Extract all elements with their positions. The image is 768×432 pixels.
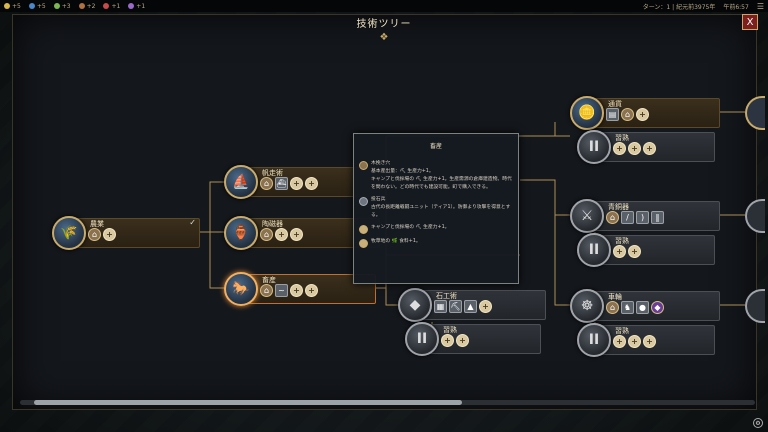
stat-food: +3 [53, 3, 71, 10]
tech-tooltip: 畜産 木挽き穴 基本産出量：⛏ 生産力+1。 キャンプと伐採場の ⛏ 生産力+1… [353, 133, 519, 284]
plus-icon: + [456, 334, 469, 347]
settings-icon[interactable]: ⚙ [753, 418, 763, 428]
stat-production: +2 [78, 3, 95, 10]
top-status-bar: +5 +5 +3 +2 +1 +1 ターン：1 | 紀元前3975年 午前6:5… [0, 0, 768, 12]
wheat-icon: 🌾 [52, 216, 86, 250]
coin-icon: 🪙 [570, 96, 604, 130]
clock-label: 午前6:57 [723, 3, 749, 11]
mine-icon: ⛏ [449, 300, 462, 313]
plus-icon: + [479, 300, 492, 313]
plus-icon: + [290, 284, 303, 297]
plus-icon: + [643, 335, 656, 348]
tech-node-bronze-working[interactable]: ⚔ 青銅器 ⌂/)‖ [570, 199, 722, 237]
horse-icon: 🐎 [224, 272, 258, 306]
wall-icon: ▦ [434, 300, 447, 313]
roman-two-icon: II [577, 323, 611, 357]
plus-icon: + [628, 245, 641, 258]
fence-icon: ‖ [651, 211, 664, 224]
cart-icon: ● [636, 301, 649, 314]
bronze-icon: ⚔ [570, 199, 604, 233]
tech-node-currency-mastery[interactable]: II 習熟 +++ [577, 130, 717, 168]
house-icon: ⌂ [606, 301, 619, 314]
house-icon: ⌂ [621, 108, 634, 121]
plus-icon: + [305, 177, 318, 190]
house-icon: ⌂ [260, 177, 273, 190]
plus-icon: + [290, 177, 303, 190]
pyramid-icon: ▲ [464, 300, 477, 313]
stat-science: +5 [28, 3, 46, 10]
tech-node-currency[interactable]: 🪙 通貨 ▤⌂+ [570, 96, 722, 134]
tooltip-row-unit: 投石兵 古代の長距離戦闘ユニット（ティア1）。防御より攻撃を得意とする。 [359, 196, 513, 220]
plus-icon [359, 239, 368, 248]
roman-two-icon: II [577, 130, 611, 164]
house-icon [359, 161, 368, 170]
plus-icon [359, 225, 368, 234]
plus-icon: + [441, 334, 454, 347]
plus-icon: + [275, 228, 288, 241]
stone-icon: ◆ [398, 288, 432, 322]
stat-influence: +1 [128, 3, 145, 10]
tooltip-row-building: 木挽き穴 基本産出量：⛏ 生産力+1。 キャンプと伐採場の ⛏ 生産力+1。生産… [359, 160, 513, 192]
stat-gold: +5 [4, 3, 21, 10]
dialog-header: 技術ツリー ❖ [318, 8, 450, 46]
horizontal-scrollbar[interactable] [20, 400, 755, 405]
house-icon: ⌂ [260, 284, 273, 297]
plus-icon: + [636, 108, 649, 121]
tooltip-title: 畜産 [429, 143, 442, 150]
market-icon: ▤ [606, 108, 619, 121]
plus-icon: + [290, 228, 303, 241]
plus-icon: + [103, 228, 116, 241]
unit-icon [359, 197, 368, 206]
plus-icon: + [628, 142, 641, 155]
bow-icon: ) [636, 211, 649, 224]
tech-node-wheel-mastery[interactable]: II 習熟 +++ [577, 323, 717, 361]
roman-two-icon: II [405, 322, 439, 356]
ship-icon: ⛴ [275, 177, 288, 190]
tech-node-masonry[interactable]: ◆ 石工術 ▦⛏▲+ [398, 288, 548, 326]
roman-two-icon: II [577, 233, 611, 267]
horse-icon: ♞ [621, 301, 634, 314]
stat-happiness: +1 [103, 3, 120, 10]
tech-node-agriculture[interactable]: 🌾 農業 ✓ ⌂+ [52, 216, 202, 254]
wheel-icon: ☸ [570, 289, 604, 323]
house-icon: ⌂ [88, 228, 101, 241]
pottery-icon: 🏺 [224, 216, 258, 250]
plus-icon: + [613, 335, 626, 348]
plus-icon: + [613, 245, 626, 258]
tooltip-row-bonus-1: キャンプと伐採場の ⛏ 生産力+1。 [359, 224, 513, 234]
menu-icon[interactable]: ☰ [756, 1, 764, 11]
tech-node-masonry-mastery[interactable]: II 習熟 ++ [405, 322, 543, 360]
tech-node-bronze-mastery[interactable]: II 習熟 ++ [577, 233, 717, 271]
check-icon: ✓ [189, 218, 196, 227]
scrollbar-thumb[interactable] [34, 400, 462, 405]
plus-icon: + [613, 142, 626, 155]
sail-icon: ⛵ [224, 165, 258, 199]
tech-node-wheel[interactable]: ☸ 車輪 ⌂♞●◆ [570, 289, 722, 327]
tooltip-row-bonus-2: 牧草地の 🌿 食料+1。 [359, 238, 513, 248]
gem-icon: ◆ [651, 301, 664, 314]
house-icon: ⌂ [606, 211, 619, 224]
plus-icon: + [643, 142, 656, 155]
spear-icon: / [621, 211, 634, 224]
dialog-title: 技術ツリー [356, 19, 412, 30]
close-button[interactable]: X [742, 14, 758, 30]
scout-icon: ~ [275, 284, 288, 297]
ornament-icon: ❖ [379, 32, 389, 43]
plus-icon: + [305, 284, 318, 297]
plus-icon: + [628, 335, 641, 348]
turn-label: ターン：1 | 紀元前3975年 [642, 3, 716, 11]
house-icon: ⌂ [260, 228, 273, 241]
